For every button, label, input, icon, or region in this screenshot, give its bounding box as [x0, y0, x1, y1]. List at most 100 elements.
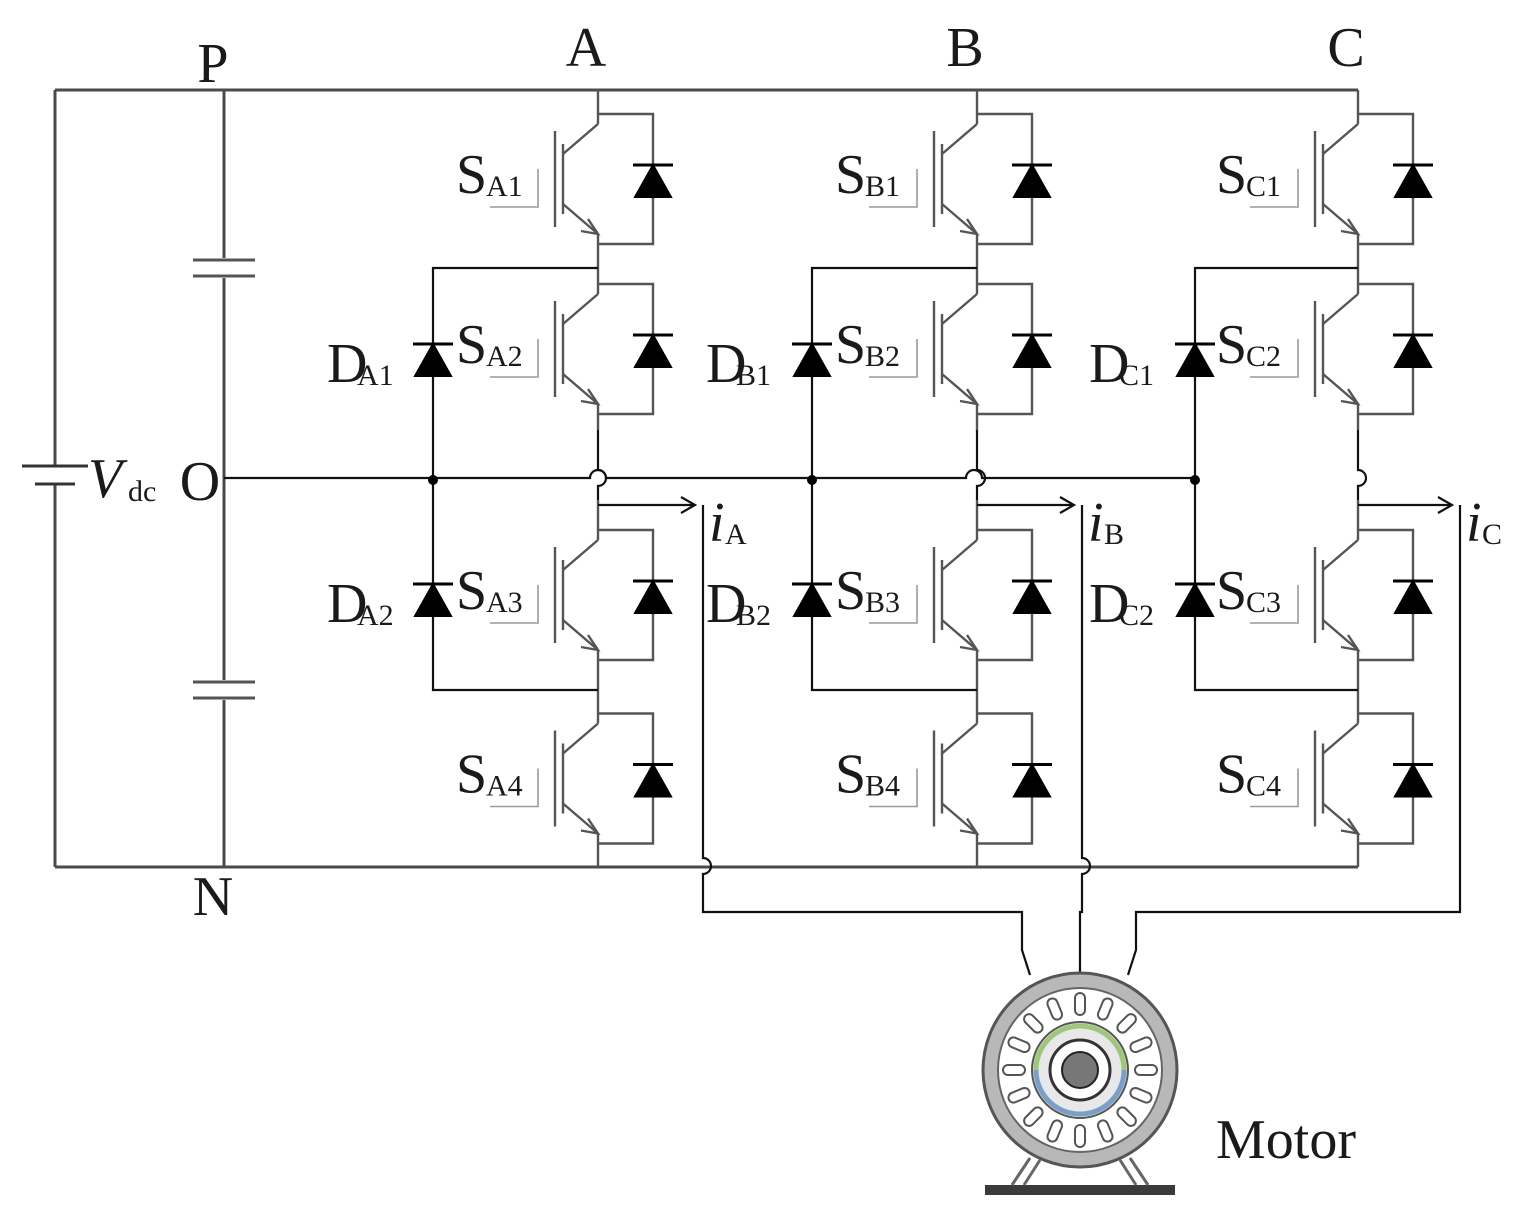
clamp-diode-label-c2-sub: C2: [1119, 599, 1154, 632]
freewheel-diode-icon: [1393, 162, 1433, 198]
clamp-diode-a1: DA1: [327, 333, 453, 395]
switch-label-c2-main: S: [1216, 314, 1247, 376]
switch-label-a2-sub: A2: [486, 340, 523, 373]
switch-label-b2-sub: B2: [865, 340, 900, 373]
freewheel-diode-icon: [1012, 162, 1052, 198]
switch-label-b2-main: S: [835, 314, 866, 376]
clamp-diode-label-a2: DA2: [327, 573, 394, 635]
motor-feed-wire-c: [1126, 505, 1462, 976]
neutral-junction-dot: [807, 475, 817, 485]
emitter-arrow-icon: [959, 634, 980, 652]
motor-rotor-arc-lower: [1033, 1069, 1127, 1117]
emitter-arrow-icon: [1340, 634, 1361, 652]
switch-label-a4-main: S: [456, 744, 487, 806]
emitter-arrow-icon: [580, 634, 601, 652]
clamp-diode-icon: [1175, 341, 1215, 377]
clamp-diode-label-b1: DB1: [706, 333, 771, 395]
switch-label-c1: SC1: [1216, 144, 1281, 206]
igbt-switch-a2: SA2: [456, 268, 673, 430]
switch-label-c3-sub: C3: [1246, 586, 1281, 619]
switch-label-c4-main: S: [1216, 744, 1247, 806]
igbt-switch-b2: SB2: [835, 268, 1052, 430]
switch-label-b3: SB3: [835, 560, 900, 622]
switch-label-a4: SA4: [456, 744, 523, 806]
vdc-label: V dc: [88, 448, 156, 510]
clamp-diode-icon: [792, 341, 832, 377]
motor-base: [985, 1185, 1175, 1195]
clamp-diode-c1: DC1: [1089, 333, 1215, 395]
current-label-c-sub: C: [1482, 518, 1502, 551]
switch-label-b4: SB4: [835, 744, 900, 806]
current-arrow-icon: [680, 496, 698, 514]
phase-label-b: B: [946, 17, 983, 79]
current-arrow-icon: [1437, 496, 1455, 514]
clamp-diode-label-a2-main: D: [327, 573, 367, 635]
igbt-switch-b1: SB1: [835, 90, 1052, 268]
clamp-diode-icon: [792, 581, 832, 617]
switch-label-c3-main: S: [1216, 560, 1247, 622]
freewheel-diode-icon: [633, 162, 673, 198]
freewheel-diode-icon: [633, 762, 673, 798]
clamp-diode-a2: DA2: [327, 573, 453, 635]
clamp-diode-label-b2: DB2: [706, 573, 771, 635]
switch-label-b2: SB2: [835, 314, 900, 376]
clamp-diode-label-c1-sub: C1: [1119, 359, 1154, 392]
clamp-diode-label-a1-main: D: [327, 333, 367, 395]
freewheel-diode-icon: [1393, 578, 1433, 614]
clamp-diode-label-a1-sub: A1: [357, 359, 394, 392]
motor-shaft: [1061, 1051, 1099, 1089]
clamp-diode-icon: [1175, 581, 1215, 617]
phase-label-c: C: [1327, 17, 1364, 79]
igbt-switch-b4: SB4: [835, 690, 1052, 867]
switch-label-b3-main: S: [835, 560, 866, 622]
node-o-label: O: [180, 451, 220, 513]
emitter-arrow-icon: [1340, 388, 1361, 406]
clamp-diode-label-c2-main: D: [1089, 573, 1129, 635]
clamp-diode-c2: DC2: [1089, 573, 1215, 635]
clamp-diode-b2: DB2: [706, 573, 832, 635]
current-label-b-sub: B: [1104, 518, 1124, 551]
motor-feet: [1010, 1157, 1150, 1186]
freewheel-diode-icon: [633, 578, 673, 614]
igbt-switch-a3: SA3: [456, 500, 673, 690]
switch-label-a1-main: S: [456, 144, 487, 206]
switch-label-b4-main: S: [835, 744, 866, 806]
clamp-diode-label-c1-main: D: [1089, 333, 1129, 395]
switch-label-c1-main: S: [1216, 144, 1247, 206]
igbt-switch-c1: SC1: [1216, 90, 1433, 268]
emitter-arrow-icon: [580, 388, 601, 406]
clamp-diode-icon: [413, 581, 453, 617]
current-label-a-main: i: [709, 492, 725, 554]
clamp-diode-label-b1-main: D: [706, 333, 746, 395]
switch-label-c4-sub: C4: [1246, 770, 1281, 803]
clamp-diode-label-a2-sub: A2: [357, 599, 394, 632]
switch-label-a3: SA3: [456, 560, 523, 622]
vdc-label-main: V: [88, 448, 128, 510]
clamp-diode-label-b1-sub: B1: [736, 359, 771, 392]
clamp-diode-label-a1: DA1: [327, 333, 394, 395]
node-n-label: N: [193, 866, 233, 928]
clamp-diode-label-c1: DC1: [1089, 333, 1154, 395]
dc-link: [22, 88, 1358, 869]
vdc-label-sub: dc: [128, 475, 156, 508]
current-label-b-main: i: [1088, 492, 1104, 554]
switch-label-c2: SC2: [1216, 314, 1281, 376]
phase-label-a: A: [566, 17, 607, 79]
motor-icon: [981, 971, 1179, 1195]
dc-capacitor-lower-icon: [193, 680, 255, 700]
clamp-diode-label-c2: DC2: [1089, 573, 1154, 635]
switch-label-a2-main: S: [456, 314, 487, 376]
igbt-switch-a1: SA1: [456, 90, 673, 268]
freewheel-diode-icon: [1012, 578, 1052, 614]
clamp-diode-b1: DB1: [706, 333, 832, 395]
motor-feed-wire-b: [1078, 505, 1092, 975]
motor-label: Motor: [1216, 1109, 1356, 1171]
